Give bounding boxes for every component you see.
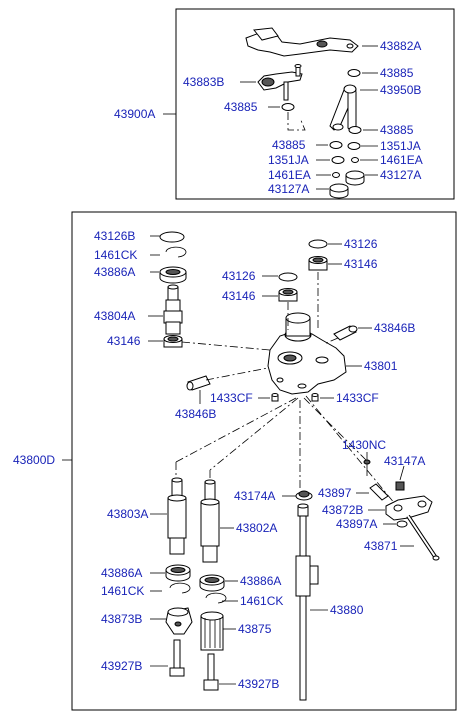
select-lever-43883B: [257, 64, 303, 101]
plug-43846B-a: [333, 325, 358, 341]
label-43883B: 43883B: [183, 75, 224, 89]
label-43880: 43880: [330, 603, 364, 617]
label-43846B-b: 43846B: [175, 407, 216, 421]
fork-43873B: [165, 607, 193, 635]
label-1461CK-c: 1461CK: [240, 594, 283, 608]
upper-assembly-frame: [175, 8, 455, 200]
bolt-43927B-a: [169, 639, 185, 677]
label-43950B: 43950B: [380, 83, 421, 97]
pin-1461EA-a: [351, 157, 359, 163]
lever-43872B: [385, 495, 433, 521]
circlip-1461CK-a: [165, 246, 187, 258]
snap-ring-43126-a: [278, 272, 298, 282]
label-43146-a: 43146: [107, 334, 141, 348]
label-43900A: 43900A: [114, 107, 155, 121]
shaft-43802A: [200, 479, 220, 563]
label-43127A-b: 43127A: [268, 182, 309, 196]
label-43882A: 43882A: [380, 39, 421, 53]
pin-43147A: [395, 481, 405, 491]
label-1351JA-a: 1351JA: [380, 139, 421, 153]
washer-43885-d: [329, 141, 343, 149]
seal-43886A-b: [165, 564, 191, 582]
label-43146-b: 43146: [222, 289, 256, 303]
snap-ring-43126B: [159, 231, 185, 243]
shift-rod-43880: [295, 503, 319, 701]
pin-1461EA-b: [332, 172, 340, 178]
label-43927B-a: 43927B: [101, 659, 142, 673]
label-43885-c: 43885: [380, 123, 414, 137]
label-43804A: 43804A: [94, 309, 135, 323]
plug-43846B-b: [186, 375, 211, 391]
label-43174A: 43174A: [234, 489, 275, 503]
circlip-1461CK-b: [169, 582, 191, 594]
pin-43871: [406, 514, 440, 561]
label-43885-b: 43885: [224, 100, 258, 114]
bushing-43127A-a: [345, 170, 365, 186]
seal-43886A-c: [199, 574, 225, 592]
bushing-43127A-b: [329, 183, 349, 199]
washer-43885-c: [348, 126, 362, 134]
label-43873B: 43873B: [101, 612, 142, 626]
label-43886A-c: 43886A: [240, 574, 281, 588]
bearing-43146-c: [308, 256, 328, 271]
shaft-43804A: [163, 284, 183, 335]
label-1461EA-b: 1461EA: [268, 168, 311, 182]
label-43846B-a: 43846B: [374, 321, 415, 335]
label-43886A-b: 43886A: [101, 566, 142, 580]
seal-43886A-a: [159, 266, 187, 284]
label-43127A-a: 43127A: [380, 168, 421, 182]
label-43897: 43897: [318, 486, 352, 500]
washer-43885-a: [347, 69, 361, 77]
bearing-43146-b: [278, 288, 298, 302]
label-43126-b: 43126: [344, 237, 378, 251]
screw-1430NC: [363, 459, 371, 476]
main-assembly-frame: [71, 211, 457, 711]
label-43871: 43871: [364, 539, 398, 553]
circlip-1351JA-a: [347, 142, 361, 150]
label-1461CK-b: 1461CK: [101, 584, 144, 598]
label-43126-a: 43126: [222, 269, 256, 283]
label-43885-a: 43885: [380, 66, 414, 80]
plug-1433CF-b: [311, 393, 319, 402]
shaft-43803A: [167, 477, 187, 555]
label-43800D: 43800D: [13, 453, 55, 467]
snap-ring-43126-b: [308, 239, 328, 249]
label-43147A: 43147A: [384, 454, 425, 468]
bolt-43927B-b: [203, 653, 219, 691]
label-1351JA-b: 1351JA: [268, 153, 309, 167]
label-43872B: 43872B: [322, 503, 363, 517]
pin-43897: [369, 483, 389, 501]
circlip-1461CK-c: [205, 592, 227, 604]
label-1461CK-a: 1461CK: [94, 248, 137, 262]
label-43802A: 43802A: [236, 521, 277, 535]
shift-housing-43801: [267, 312, 347, 395]
washer-43897A: [396, 520, 408, 528]
link-rod-43950B: [329, 84, 357, 133]
label-43875: 43875: [238, 622, 272, 636]
label-43885-d: 43885: [272, 138, 306, 152]
label-1433CF-b: 1433CF: [336, 391, 379, 405]
shift-lever-43882A: [245, 27, 359, 57]
label-43927B-b: 43927B: [238, 677, 279, 691]
label-1461EA-a: 1461EA: [380, 153, 423, 167]
label-1433CF-a: 1433CF: [210, 391, 253, 405]
label-43803A: 43803A: [107, 507, 148, 521]
label-43126B: 43126B: [94, 229, 135, 243]
circlip-1351JA-b: [331, 156, 345, 164]
label-1430NC: 1430NC: [342, 438, 386, 452]
washer-43885-b: [281, 103, 295, 111]
label-43801: 43801: [364, 359, 398, 373]
plug-1433CF-a: [271, 393, 279, 402]
label-43897A: 43897A: [336, 517, 377, 531]
bearing-43146-a: [163, 335, 183, 348]
label-43146-c: 43146: [344, 257, 378, 271]
sleeve-43875: [200, 611, 224, 651]
washer-43174A: [295, 490, 313, 501]
label-43886A-a: 43886A: [94, 265, 135, 279]
